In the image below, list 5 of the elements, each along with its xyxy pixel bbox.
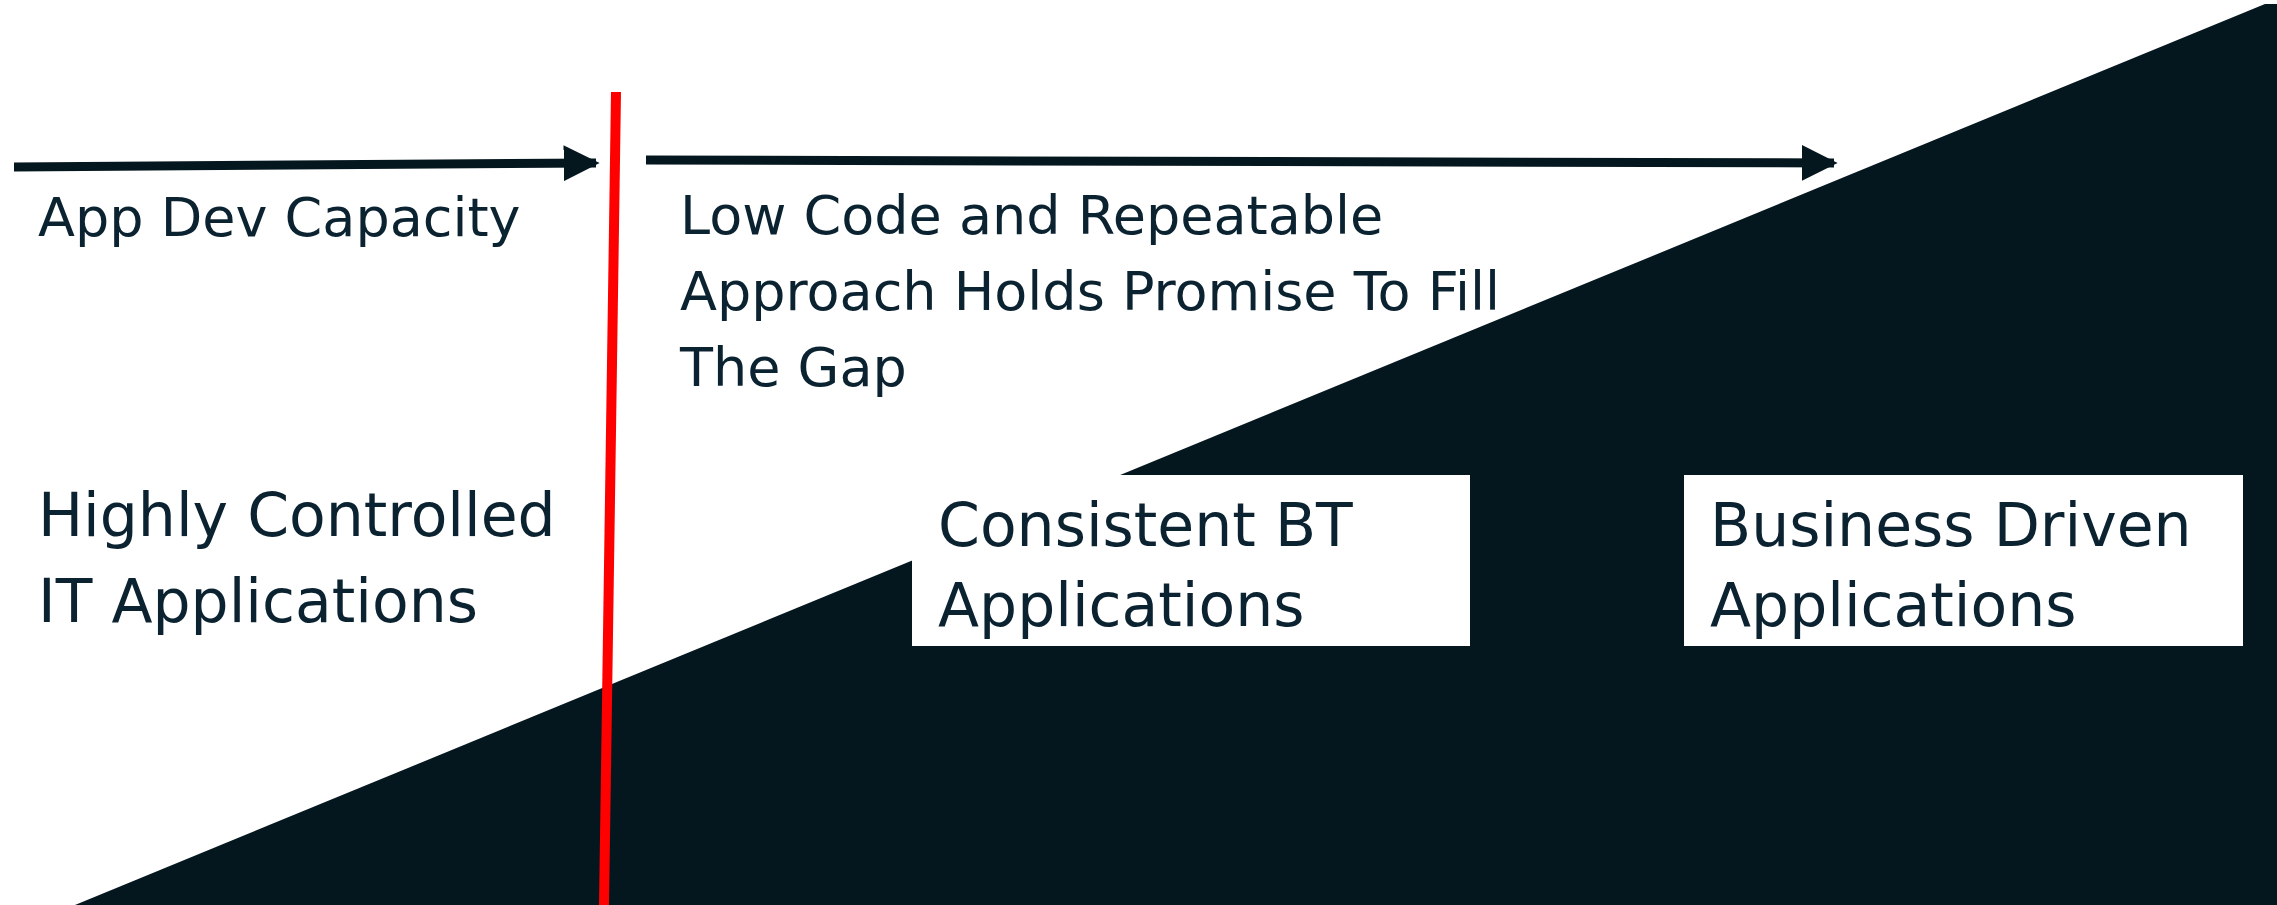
text-label: App Dev Capacity — [38, 185, 522, 251]
text-box: Consistent BT Applications — [912, 475, 1470, 646]
text-box: Business Driven Applications — [1684, 475, 2243, 646]
text-label: Low Code and Repeatable Approach Holds Promise To Fill The Gap — [680, 183, 1501, 401]
text-label: Highly Controlled IT Applications — [38, 479, 557, 638]
